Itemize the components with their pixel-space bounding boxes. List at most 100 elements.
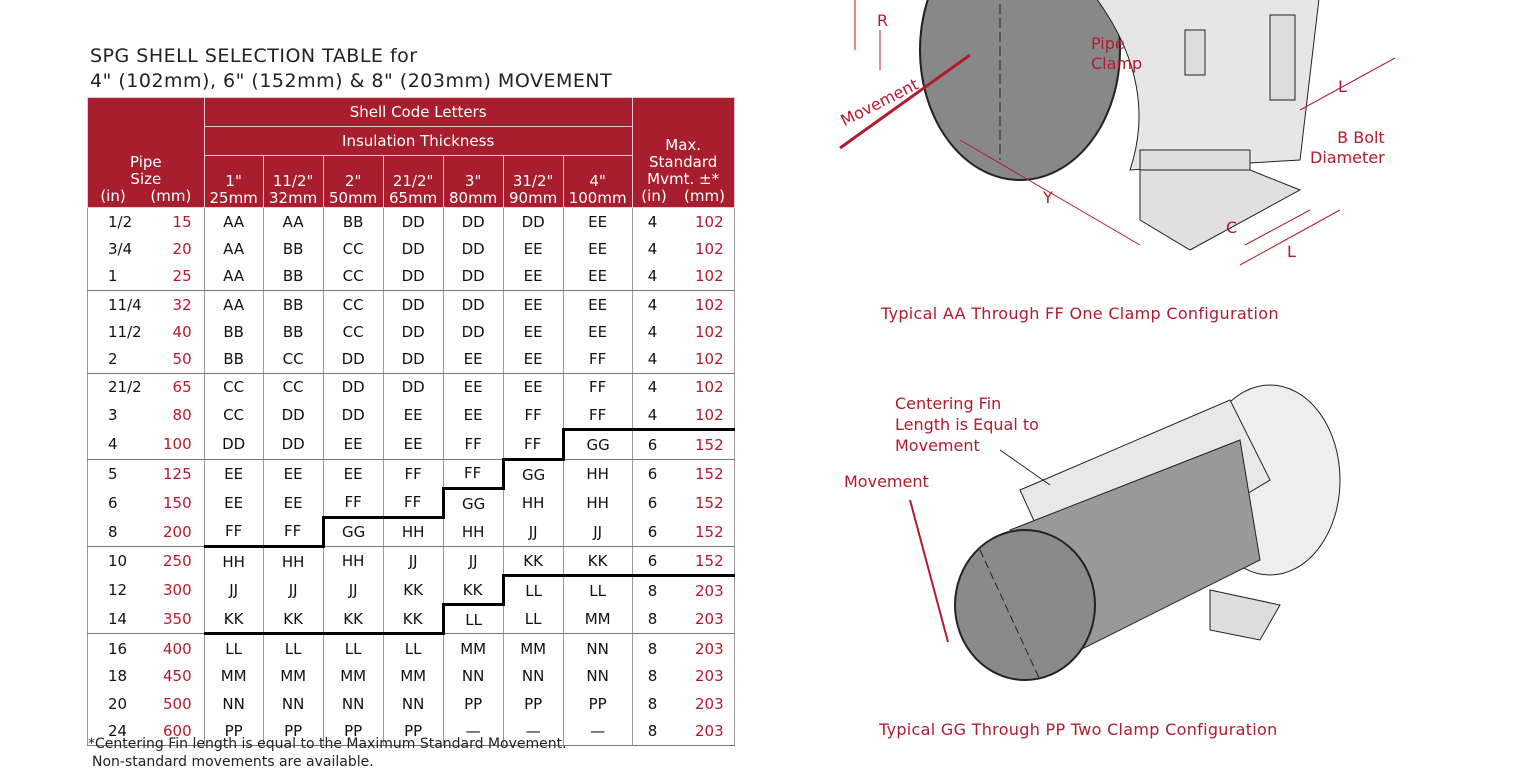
shell-code-cell: NN (562, 662, 633, 691)
shell-code-cell: JJ (322, 575, 384, 605)
shell-code-cell: FF (203, 517, 264, 549)
pipe-size-cell: 250 (163, 546, 205, 576)
shell-code-cell: EE (322, 459, 384, 489)
pipe-size-cell: 6 (87, 488, 163, 518)
shell-code-cell: HH (262, 546, 324, 576)
shell-code-cell: BB (203, 345, 264, 374)
shell-code-cell: NN (262, 690, 324, 718)
max-movement-cell: 152 (664, 459, 735, 489)
label-r: R (877, 11, 889, 30)
max-movement-cell: 152 (664, 488, 735, 518)
pipe-size-cell: 25 (163, 262, 205, 291)
shell-code-cell: FF (262, 517, 325, 549)
shell-code-cell: DD (382, 345, 444, 374)
shell-code-cell: DD (382, 290, 444, 319)
shell-code-cell: DD (442, 235, 504, 263)
shell-code-cell: LL (502, 604, 564, 635)
shell-code-cell: BB (322, 207, 384, 236)
pipe-size-cell: 100 (163, 429, 205, 460)
shell-code-cell: EE (382, 429, 444, 460)
shell-code-cell: EE (442, 373, 504, 402)
max-movement-cell: 8 (631, 662, 665, 691)
shell-code-cell: JJ (262, 575, 324, 605)
shell-code-cell: DD (442, 290, 504, 319)
shell-code-cell: KK (562, 546, 633, 578)
thickness-header: 31/2"90mm (502, 155, 564, 208)
shell-code-cell: — (562, 717, 633, 746)
pipe-size-cell: 450 (163, 662, 205, 691)
shell-code-cell: PP (322, 717, 384, 746)
shell-code-cell: LL (442, 604, 504, 635)
shell-code-cell: PP (562, 690, 633, 718)
shell-code-cell: AA (203, 235, 264, 263)
shell-code-cell: HH (322, 546, 384, 576)
shell-code-cell: KK (382, 604, 445, 636)
label-c: C (1226, 218, 1238, 237)
shell-code-cell: GG (502, 459, 564, 489)
shell-code-cell: LL (203, 633, 264, 663)
shell-code-cell: FF (562, 345, 633, 374)
shell-code-cell: CC (322, 318, 384, 346)
pipe-size-cell: 50 (163, 345, 205, 374)
shell-code-cell: DD (382, 207, 444, 236)
max-movement-cell: 102 (664, 235, 735, 263)
shell-code-cell: KK (382, 575, 444, 605)
max-movement-cell: 102 (664, 318, 735, 346)
shell-code-cell: MM (502, 633, 564, 663)
max-movement-cell: 203 (664, 717, 735, 746)
shell-code-cell: EE (262, 459, 324, 489)
max-movement-cell: 102 (664, 207, 735, 236)
shell-code-cell: EE (502, 345, 564, 374)
pipe-size-cell: 300 (163, 575, 205, 605)
shell-code-cell: EE (562, 262, 633, 291)
shell-code-cell: MM (442, 633, 504, 663)
label-movement-2: Movement (844, 472, 929, 491)
pipe-size-cell: 150 (163, 488, 205, 518)
thickness-header: 21/2"65mm (382, 155, 444, 208)
shell-code-cell: EE (442, 345, 504, 374)
shell-code-cell: KK (262, 604, 324, 636)
shell-code-cell: HH (562, 459, 633, 489)
shell-code-cell: PP (442, 690, 504, 718)
shell-code-cell: AA (203, 262, 264, 291)
shell-code-cell: GG (442, 488, 504, 518)
shell-code-cell: PP (502, 690, 564, 718)
pipe-size-cell: 14 (87, 604, 163, 635)
shell-code-cell: EE (502, 235, 564, 263)
pipe-size-cell: 11/4 (87, 290, 163, 319)
shell-code-cell: EE (562, 207, 633, 236)
max-movement-cell: 102 (664, 373, 735, 402)
max-movement-cell: 8 (631, 633, 665, 663)
pipe-size-cell: 10 (87, 546, 163, 576)
max-movement-cell: 4 (631, 290, 665, 319)
max-movement-cell: 6 (631, 429, 665, 460)
pipe-size-cell: 15 (163, 207, 205, 236)
shell-code-cell: NN (203, 690, 264, 718)
shell-code-cell: EE (562, 318, 633, 346)
pipe-size-cell: 12 (87, 575, 163, 605)
pipe-size-cell: 24 (87, 717, 163, 746)
max-movement-cell: 203 (664, 662, 735, 691)
shell-code-cell: MM (262, 662, 324, 691)
shell-code-cell: HH (203, 546, 264, 576)
shell-code-cell: MM (562, 604, 633, 635)
pipe-size-cell: 4 (87, 429, 163, 460)
shell-code-cell: AA (203, 207, 264, 236)
thickness-header: 1"25mm (203, 155, 264, 208)
max-movement-cell: 8 (631, 604, 665, 635)
shell-code-cell: FF (382, 459, 444, 489)
shell-code-cell: AA (262, 207, 324, 236)
shell-code-cell: NN (322, 690, 384, 718)
shell-code-cell: HH (442, 517, 504, 548)
shell-code-cell: EE (502, 290, 564, 319)
max-movement-cell: 102 (664, 290, 735, 319)
